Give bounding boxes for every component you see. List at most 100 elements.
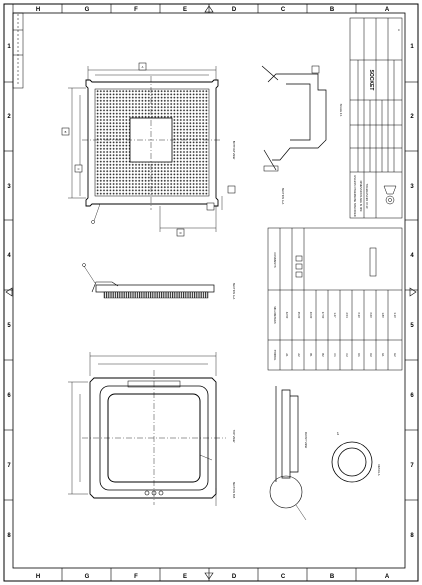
zone-col-label: G (85, 574, 90, 580)
view-label: SCALE 2:1 (339, 104, 343, 117)
leader-line (199, 454, 213, 461)
dim-label: C (78, 167, 80, 171)
zone-col-label: B (330, 574, 335, 580)
projection-symbol (385, 195, 395, 205)
table-cell: 3.10 (393, 312, 397, 318)
zone-row-label: 4 (410, 253, 414, 259)
zone-row-label: 7 (410, 463, 414, 469)
table-cell: D1 (357, 353, 361, 357)
callout-box (263, 165, 279, 172)
table-cell: 42.50 (285, 312, 289, 319)
detail-ring-outer (331, 441, 373, 483)
zone-col-label: C (281, 7, 286, 13)
view-label: TOP VIEW (232, 430, 236, 443)
table-header: SYMBOL (273, 350, 277, 361)
zone-numbers-right: 1 2 3 4 5 6 7 8 (410, 44, 414, 539)
hole (151, 490, 157, 496)
zone-letters-top: H G F E D C B A (36, 7, 390, 13)
side-lever (91, 281, 119, 293)
note-text: UNLESS OTHERWISE SPECIFIED (353, 175, 357, 216)
side-body (95, 284, 215, 293)
table-cell: 1.80 (381, 312, 385, 318)
zone-col-label: D (232, 574, 237, 580)
detail-circle (269, 475, 303, 509)
view-label: SECTION A-A (232, 283, 236, 300)
table-cell: A2 (297, 353, 301, 357)
zone-row-label: 3 (410, 184, 414, 190)
dim-box (74, 164, 83, 173)
view-label: FRONT VIEW (304, 432, 308, 449)
sheet-outer-border (3, 3, 419, 582)
dim-label: A (142, 65, 144, 69)
table-cell: E2 (393, 353, 397, 357)
front-view: FRONT VIEW (269, 386, 308, 521)
zone-row-label: 1 (410, 44, 414, 50)
title-block (349, 17, 403, 219)
frame-outline (89, 377, 217, 499)
zone-col-label: E (183, 574, 187, 580)
lever-profile (267, 73, 327, 161)
note-text: TOLERANCES ±0.10 (365, 184, 369, 209)
zone-row-label: 2 (410, 114, 414, 120)
zone-row-label: 7 (7, 463, 11, 469)
zone-row-label: 1 (7, 44, 11, 50)
rev-text: A (397, 29, 401, 31)
view-label: BOTTOM VIEW (232, 141, 236, 160)
lever-arm (261, 65, 279, 81)
centering-arrow-right (409, 287, 417, 297)
front-profile-inner (290, 395, 299, 473)
bottom-view: A B C D BOTTOM VIEW (61, 62, 236, 237)
zone-row-label: 6 (7, 393, 11, 399)
view-label: DETAIL A (377, 464, 381, 475)
zone-col-label: C (281, 574, 286, 580)
zone-col-label: B (330, 7, 335, 13)
dim-box (176, 228, 185, 237)
hole (158, 490, 164, 496)
detail-a: ⌀4 DETAIL A (331, 432, 381, 483)
table-cell: A1 (285, 353, 289, 357)
zone-row-label: 8 (7, 533, 11, 539)
leader-line (93, 203, 101, 222)
table-cell: E1 (381, 353, 385, 357)
callout-box (311, 65, 320, 74)
zone-col-label: F (134, 574, 138, 580)
leader-line (295, 504, 307, 521)
lever-profile-inner (286, 83, 311, 141)
zone-col-label: A (385, 7, 390, 13)
view-label: SECTION B-B (232, 482, 236, 499)
table-cell: 40.00 (309, 312, 313, 319)
side-pins (103, 291, 209, 299)
table-cell: 2.54 (345, 312, 349, 318)
centering-arrow-top (204, 5, 214, 13)
dim-label: D (180, 231, 182, 235)
dim-box (206, 202, 215, 211)
table-cell: C1 (333, 353, 337, 357)
title-text: SOCKET (368, 70, 374, 91)
table-cell: 0.60 (369, 312, 373, 318)
table-cell: 1.27 (333, 312, 337, 318)
table-text: SYMBOL MILLIMETERS COMMENTS A1 42.50 A2 … (273, 252, 397, 361)
dia-label: ⌀4 (336, 432, 340, 436)
revision-strip (12, 12, 24, 89)
section-a-a: SECTION A-A (82, 263, 236, 300)
dim-box (61, 127, 70, 136)
hole (144, 490, 150, 496)
top-view: TOP VIEW SECTION B-B (68, 352, 236, 506)
title-block-text: SOCKET A UNLESS OTHERWISE SPECIFIED DIME… (353, 29, 401, 217)
front-profile (281, 389, 291, 479)
table-cell: 37.50 (321, 312, 325, 319)
zone-col-label: G (85, 7, 90, 13)
zone-col-label: H (36, 574, 40, 580)
dim-label: B (65, 130, 67, 134)
table-cell: 0.30 (357, 312, 361, 318)
zone-row-label: 6 (410, 393, 414, 399)
zone-row-label: 4 (7, 253, 11, 259)
view-label: SECTION A-A (281, 188, 285, 205)
zone-row-label: 2 (7, 114, 11, 120)
centering-arrow-left (5, 287, 13, 297)
table-header: MILLIMETERS (273, 306, 277, 324)
dim-box (138, 62, 147, 71)
note-text: DIMENSIONS ARE IN MM (359, 181, 363, 212)
leader-line (83, 265, 96, 284)
